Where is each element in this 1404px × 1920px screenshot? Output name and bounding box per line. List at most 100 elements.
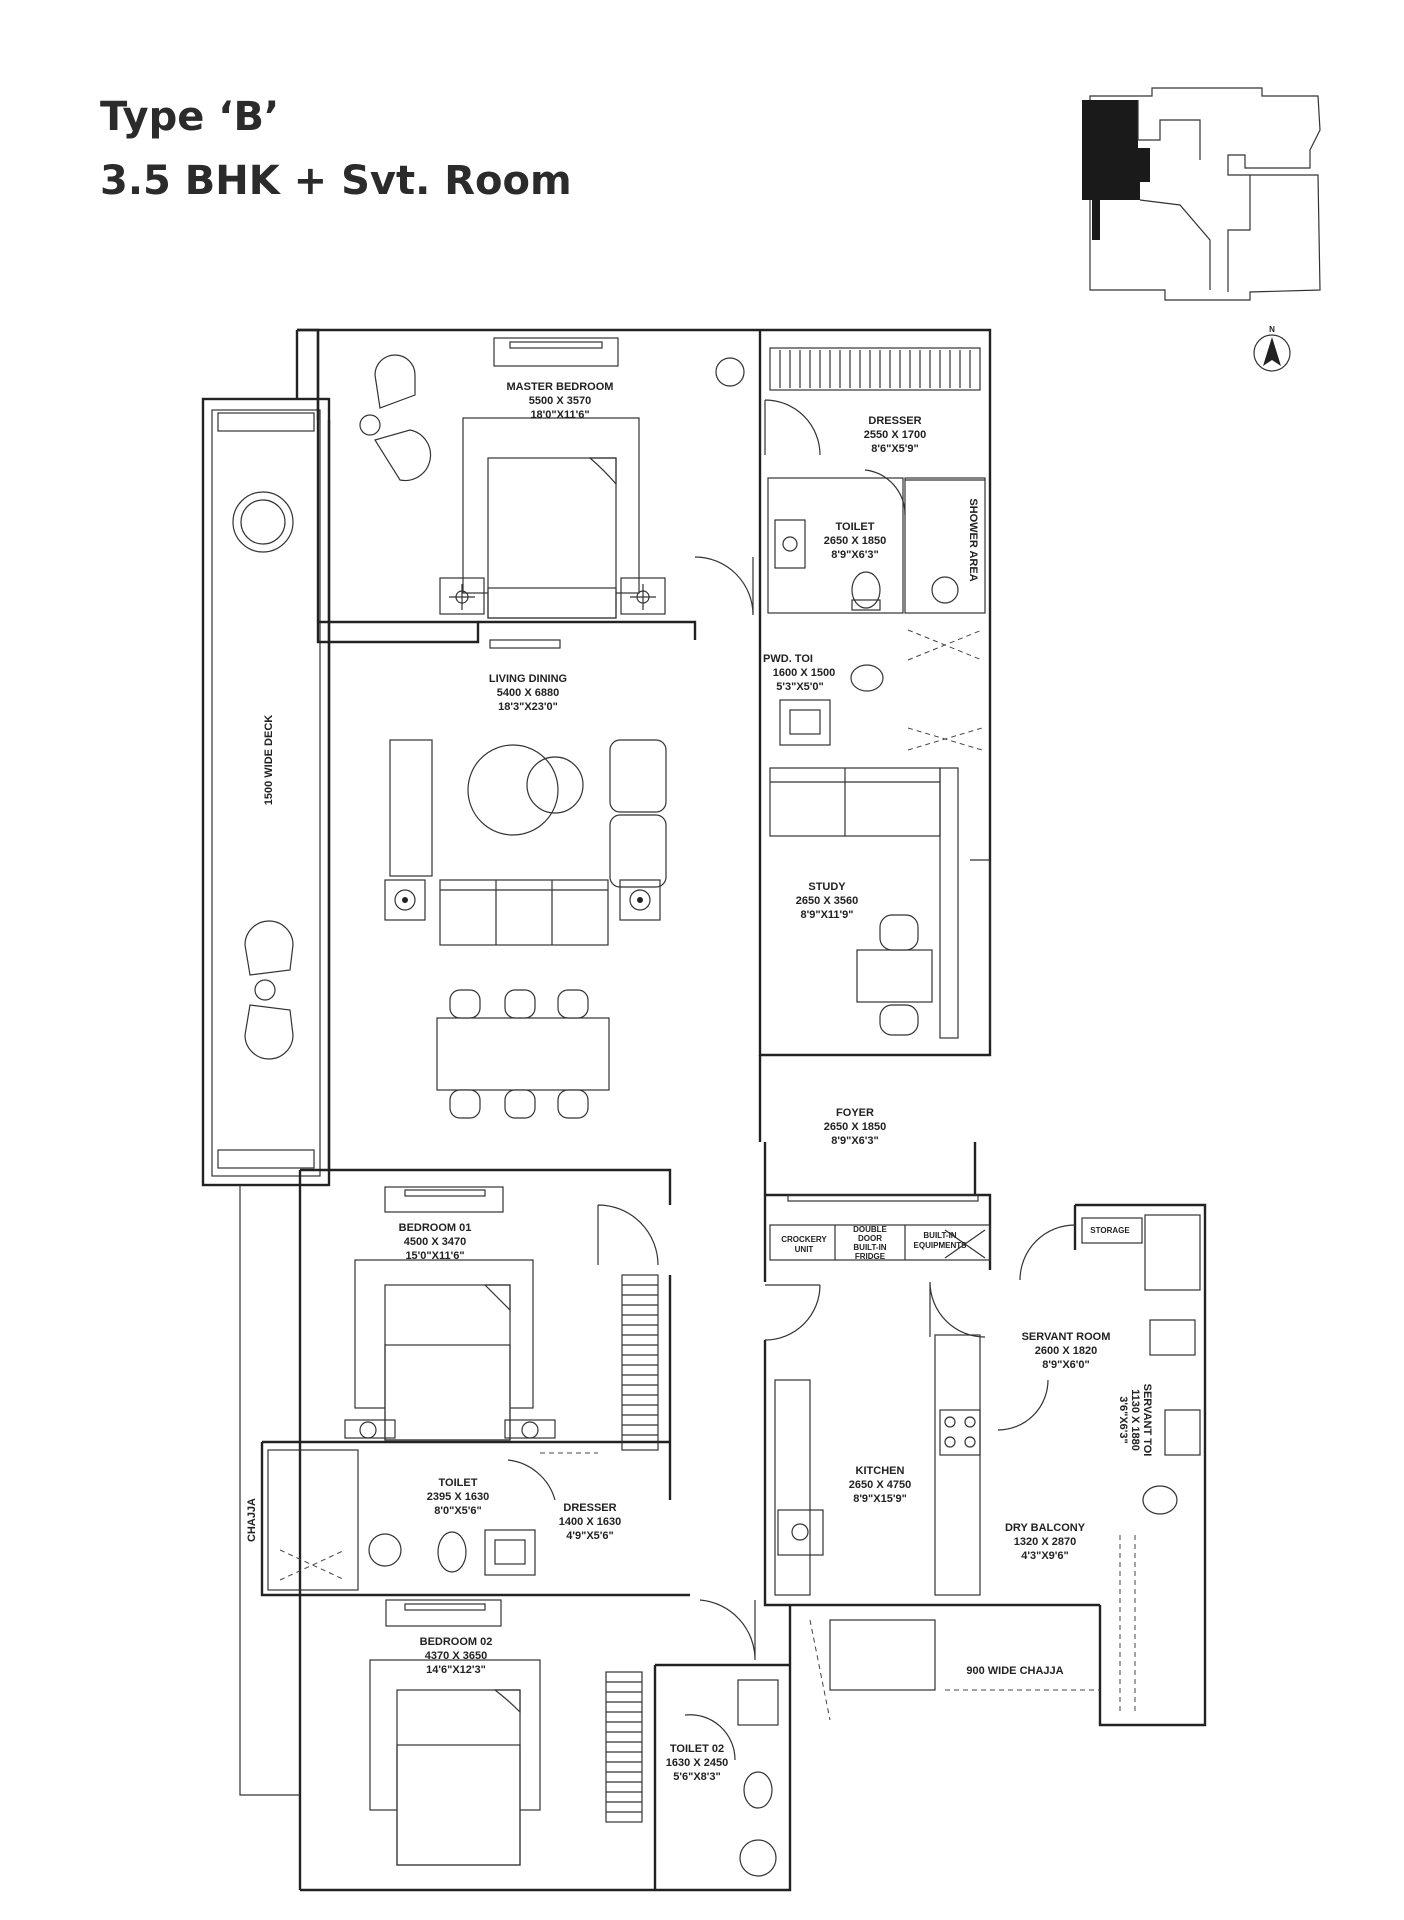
room-name: TOILET: [836, 521, 875, 533]
room-label-toilet-02: TOILET 02 1630 X 2450 5'6"X8'3": [666, 1743, 728, 1783]
room-label-toilet-2: TOILET 2395 X 1630 8'0"X5'6": [427, 1477, 489, 1517]
room-size-mm: 2650 X 1850: [824, 535, 886, 547]
room-size-ft: 5'6"X8'3": [673, 1771, 720, 1783]
room-size-mm: 2395 X 1630: [427, 1491, 489, 1503]
room-label-bedroom-01: BEDROOM 01 4500 X 3470 15'0"X11'6": [399, 1222, 472, 1262]
room-size-ft: 5'3"X5'0": [776, 681, 823, 693]
room-label-dresser-2: DRESSER 1400 X 1630 4'9"X5'6": [559, 1502, 621, 1542]
dining-table-icon: [436, 989, 610, 1119]
kitchen-units-icon: [769, 1194, 991, 1596]
room-label-dresser: DRESSER 2550 X 1700 8'6"X5'9": [864, 415, 926, 455]
room-name: KITCHEN: [856, 1465, 905, 1477]
room-name: SERVANT ROOM: [1022, 1331, 1111, 1343]
room-size-mm: 2650 X 4750: [849, 1479, 911, 1491]
storage-icon: [1081, 1214, 1201, 1356]
room-size-ft: 8'9"X15'9": [853, 1493, 907, 1505]
room-size-ft: 8'9"X6'0": [1042, 1359, 1089, 1371]
plant-icon: [715, 357, 745, 387]
room-size-ft: 18'3"X23'0": [498, 701, 558, 713]
room-label-pwd-toi: PWD. TOI 1600 X 1500 5'3"X5'0": [763, 653, 835, 693]
equipments-label: EQUIPMENTS: [914, 1241, 968, 1250]
toilet-fixtures-icon: [267, 1449, 598, 1591]
crockery-label: UNIT: [795, 1245, 814, 1254]
tv-unit-icon: [384, 1186, 504, 1213]
fridge-label: DOUBLE: [853, 1225, 887, 1234]
room-size-ft: 4'9"X5'6": [566, 1530, 613, 1542]
room-label-kitchen: KITCHEN 2650 X 4750 8'9"X15'9": [849, 1465, 911, 1505]
room-name: DRY BALCONY: [1005, 1522, 1086, 1534]
chajja-900-label: 900 WIDE CHAJJA: [966, 1665, 1063, 1677]
room-size-ft: 3'6"X6'3": [1117, 1396, 1129, 1443]
room-label-dry-balcony: DRY BALCONY 1320 X 2870 4'3"X9'6": [1005, 1522, 1086, 1562]
room-size-ft: 8'9"X11'9": [801, 909, 854, 921]
toilet-fixtures-icon: [737, 1679, 779, 1877]
room-size-ft: 15'0"X11'6": [405, 1250, 464, 1262]
walls: [201, 328, 1207, 1892]
room-name: MASTER BEDROOM: [507, 381, 614, 393]
fridge-label: BUILT-IN: [853, 1243, 886, 1252]
key-plan: [1082, 87, 1321, 301]
room-label-foyer: FOYER 2650 X 1850 8'9"X6'3": [824, 1107, 886, 1147]
room-name: BEDROOM 01: [399, 1222, 472, 1234]
room-size-mm: 1320 X 2870: [1014, 1536, 1076, 1548]
chajja-line: [809, 1619, 1100, 1721]
room-size-ft: 4'3"X9'6": [1021, 1550, 1068, 1562]
room-size-ft: 18'0"X11'6": [530, 409, 589, 421]
room-name: PWD. TOI: [763, 653, 813, 665]
room-size-mm: 5400 X 6880: [497, 687, 559, 699]
room-size-ft: 8'0"X5'6": [434, 1505, 481, 1517]
wardrobe-icon: [769, 347, 981, 391]
powder-toilet-icon: [779, 664, 884, 746]
room-name: BEDROOM 02: [420, 1636, 493, 1648]
servant-toilet-icon: [1119, 1409, 1201, 1715]
doors: [507, 399, 1076, 1761]
room-size-mm: 2550 X 1700: [864, 429, 926, 441]
room-label-bedroom-02: BEDROOM 02 4370 X 3650 14'6"X12'3": [420, 1636, 493, 1676]
room-size-mm: 1600 X 1500: [773, 667, 835, 679]
bed-02-icon: [369, 1659, 541, 1866]
shower-area-label: SHOWER AREA: [967, 498, 979, 581]
room-label-master-bedroom: MASTER BEDROOM 5500 X 3570 18'0"X11'6": [507, 381, 614, 421]
room-label-study: STUDY 2650 X 3560 8'9"X11'9": [796, 881, 858, 921]
dry-area-icon: [829, 1619, 936, 1691]
room-size-mm: 1630 X 2450: [666, 1757, 728, 1769]
wardrobe-icon: [621, 1274, 659, 1451]
deck-chair-icon: [232, 491, 294, 1060]
key-plan-unit-highlight: [1082, 100, 1150, 240]
room-name: TOILET: [439, 1477, 478, 1489]
north-arrow-icon: N: [1253, 325, 1291, 372]
room-size-ft: 14'6"X12'3": [426, 1664, 486, 1676]
room-size-mm: 2650 X 3560: [796, 895, 858, 907]
bed-01-icon: [344, 1259, 556, 1441]
room-label-servant-toi: SERVANT TOI 1130 X 1880 3'6"X6'3": [1117, 1384, 1153, 1457]
room-size-mm: 2650 X 1850: [824, 1121, 886, 1133]
wardrobe-icon: [605, 1671, 643, 1823]
wide-deck-label: 1500 WIDE DECK: [263, 715, 275, 806]
fridge-label: FRIDGE: [855, 1252, 886, 1261]
master-bed-icon: [439, 417, 666, 619]
room-size-mm: 4500 X 3470: [404, 1236, 466, 1248]
room-label-toilet: TOILET 2650 X 1850 8'9"X6'3": [824, 521, 886, 561]
room-name: SERVANT TOI: [1141, 1384, 1153, 1457]
room-name: FOYER: [836, 1107, 874, 1119]
study-desk-icon: [769, 767, 991, 1040]
plan-type-title: Type ‘B’: [100, 94, 280, 140]
north-label: N: [1269, 325, 1275, 334]
room-name: STUDY: [808, 881, 846, 893]
fridge-label: DOOR: [858, 1234, 882, 1243]
tv-unit-icon: [493, 337, 619, 367]
crockery-label: CROCKERY: [781, 1235, 827, 1244]
room-size-mm: 1400 X 1630: [559, 1516, 621, 1528]
armchair-icon: [359, 354, 432, 482]
room-label-living-dining: LIVING DINING 5400 X 6880 18'3"X23'0": [489, 673, 567, 713]
room-label-servant-room: SERVANT ROOM 2600 X 1820 8'9"X6'0": [1022, 1331, 1111, 1371]
sofa-set-icon: [384, 739, 667, 946]
tv-unit-icon: [385, 1599, 502, 1627]
room-size-mm: 1130 X 1880: [1129, 1389, 1141, 1451]
room-size-ft: 8'9"X6'3": [831, 549, 878, 561]
room-size-ft: 8'6"X5'9": [871, 443, 918, 455]
room-name: DRESSER: [563, 1502, 616, 1514]
storage-label: STORAGE: [1090, 1226, 1130, 1235]
plan-configuration-subtitle: 3.5 BHK + Svt. Room: [100, 158, 572, 204]
